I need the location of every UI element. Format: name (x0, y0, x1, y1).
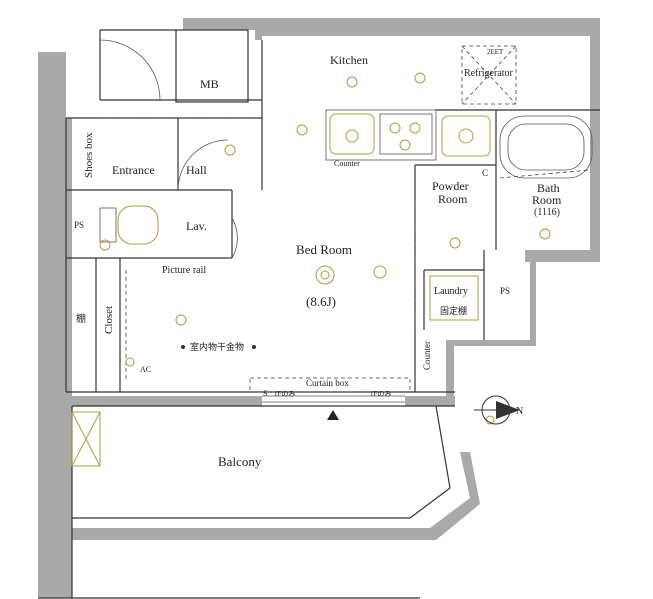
powder-room-label-2: Room (438, 192, 468, 206)
interior-walls (65, 29, 600, 393)
ac-label: AC (140, 365, 151, 374)
light-fixtures (99, 72, 551, 425)
balcony-outline (38, 405, 455, 599)
bath-size-label: (1116) (534, 207, 560, 218)
kitchen-label: Kitchen (330, 53, 368, 67)
mb-label: MB (200, 77, 219, 91)
kitchen-fixtures (325, 45, 517, 161)
indoor-drying-label: 室内物干金物 (190, 341, 244, 352)
bath-fixtures (429, 115, 593, 321)
lav-label: Lav. (186, 219, 207, 233)
laundry-label: Laundry (434, 286, 468, 297)
shoes-box-label: Shoes box (83, 132, 95, 178)
bath-room-label-2: Room (532, 193, 562, 207)
counter-kitchen-label: Counter (334, 159, 360, 168)
ps-right-label: PS (500, 286, 510, 296)
closet-label: Closet (103, 306, 115, 334)
powder-room-label-1: Powder (432, 179, 469, 193)
s-label-left: S (263, 389, 267, 398)
counter-right-label: Counter (422, 341, 432, 370)
fixed-shelf-label: 固定棚 (440, 305, 467, 316)
code-2eet-label: 2EET (487, 48, 504, 56)
svg-text:N: N (516, 406, 523, 417)
balcony-label: Balcony (218, 454, 262, 469)
hall-label: Hall (186, 163, 207, 177)
triangle-up-icon (327, 410, 339, 420)
ps-left-label: PS (74, 220, 84, 230)
c-label: C (482, 168, 488, 178)
shelf-kanji-label: 棚 (76, 312, 86, 325)
bed-room-size-label: (8.6J) (306, 294, 336, 309)
lav-fixtures (99, 205, 159, 245)
picture-rail-label: Picture rail (162, 265, 206, 276)
bed-room-label: Bed Room (296, 242, 352, 257)
first-floor-only-right: 1Fのみ (370, 390, 391, 398)
first-floor-only-left: 1Fのみ (274, 390, 295, 398)
bath-room-label-1: Bath (537, 181, 560, 195)
curtain-box-label: Curtain box (306, 378, 349, 388)
entrance-label: Entrance (112, 163, 155, 177)
refrigerator-label: Refrigerator (464, 68, 514, 79)
curtain-box-window (249, 377, 411, 420)
compass-north-icon: N (474, 395, 523, 425)
exterior-walls (38, 18, 600, 598)
